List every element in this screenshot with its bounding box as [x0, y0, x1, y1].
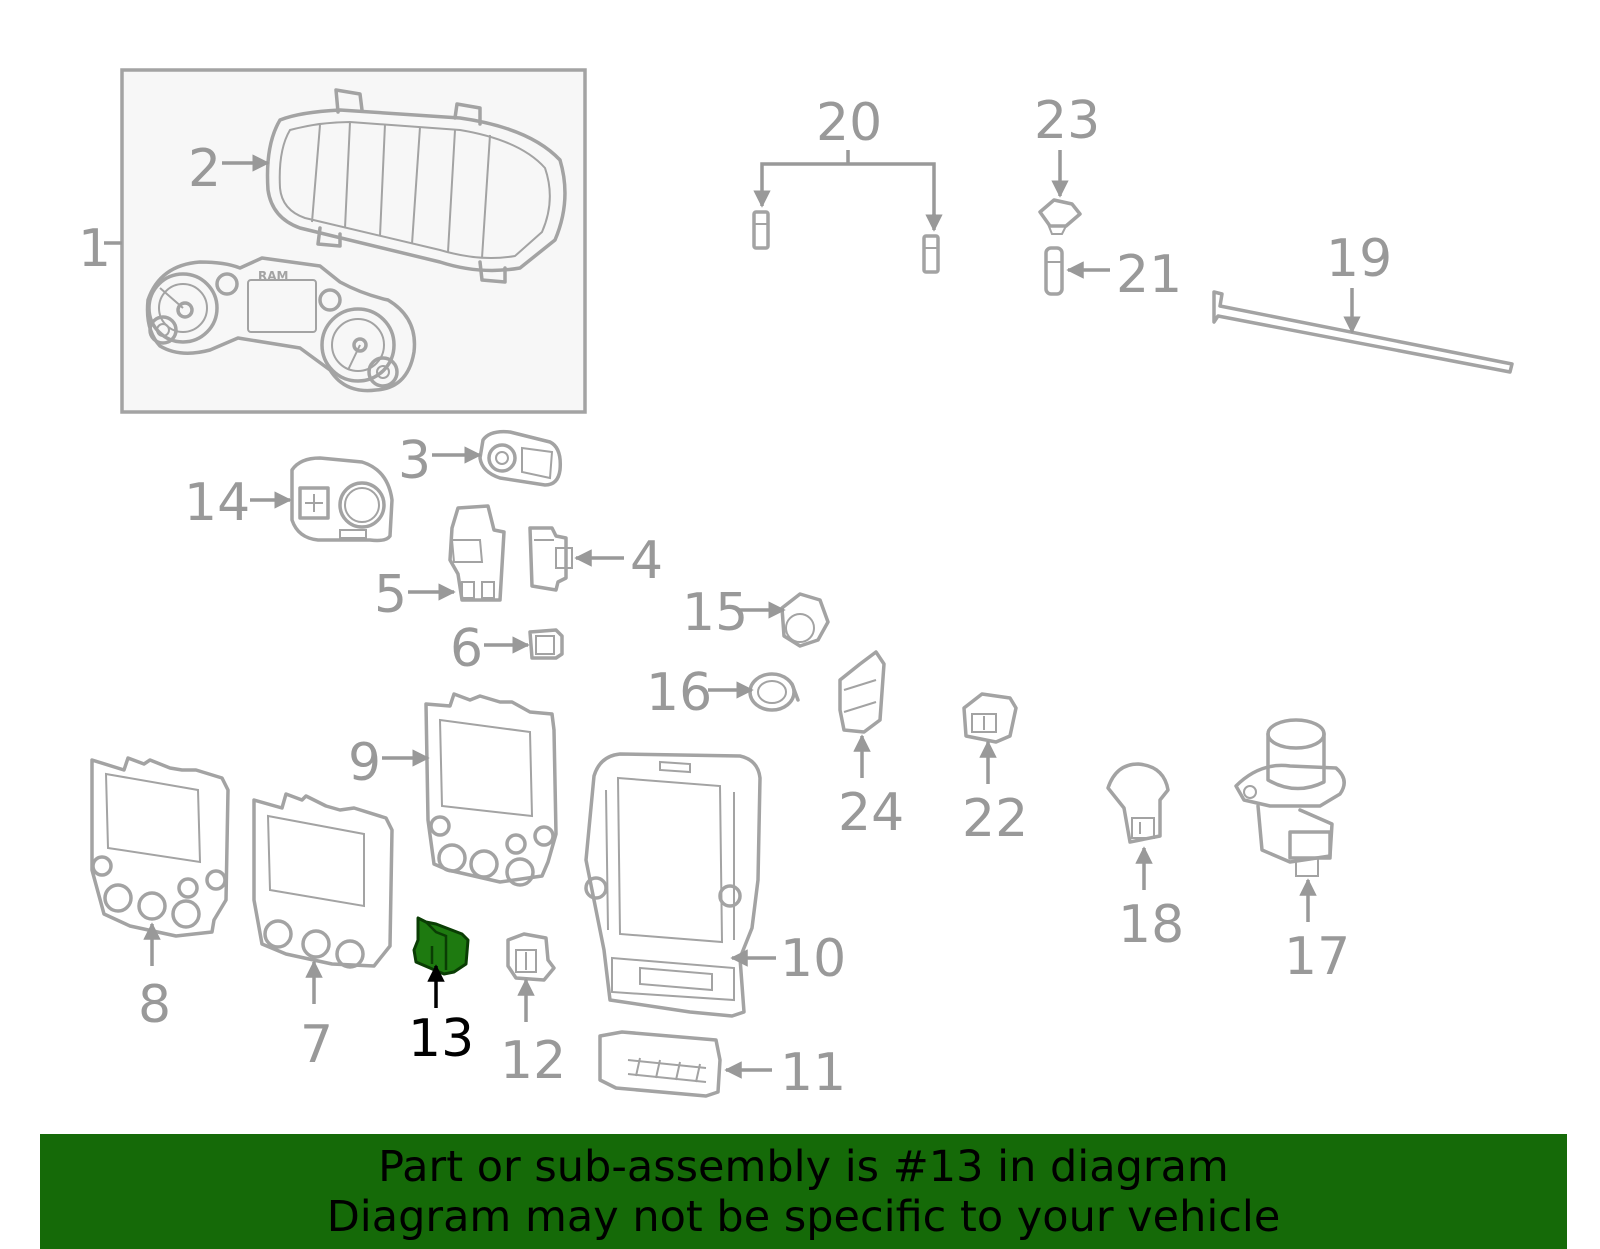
callout-4[interactable]: 4 — [630, 531, 663, 591]
part-10-radio-bezel[interactable] — [584, 752, 762, 1018]
part-9-control-panel[interactable] — [424, 692, 558, 887]
callout-14[interactable]: 14 — [184, 473, 250, 533]
callout-5[interactable]: 5 — [374, 565, 407, 625]
callout-1[interactable]: 1 — [78, 219, 111, 279]
part-1-instrument-cluster[interactable]: RAM — [120, 68, 587, 414]
part-3-switch[interactable] — [478, 429, 563, 487]
part-23-clip[interactable] — [1038, 198, 1082, 235]
part-17-ignition-switch[interactable] — [1234, 718, 1346, 877]
info-banner: Part or sub-assembly is #13 in diagram D… — [40, 1134, 1567, 1249]
callout-3[interactable]: 3 — [398, 431, 431, 491]
part-19-rod[interactable] — [1212, 290, 1514, 374]
part-7-control-panel[interactable] — [252, 792, 394, 969]
callout-11[interactable]: 11 — [780, 1043, 846, 1103]
callout-2[interactable]: 2 — [188, 139, 221, 199]
part-8-control-panel[interactable] — [90, 756, 230, 938]
part-20-bulbs[interactable] — [752, 210, 940, 274]
callout-9[interactable]: 9 — [348, 733, 381, 793]
banner-line-1: Part or sub-assembly is #13 in diagram — [378, 1142, 1229, 1192]
part-12-switch[interactable] — [506, 932, 556, 982]
callout-19[interactable]: 19 — [1326, 229, 1392, 289]
callout-12[interactable]: 12 — [500, 1031, 566, 1091]
callout-15[interactable]: 15 — [682, 583, 748, 643]
part-13-selected-switch[interactable] — [412, 916, 470, 976]
part-16-ring[interactable] — [748, 672, 800, 712]
part-15-knob[interactable] — [780, 592, 830, 648]
callout-24[interactable]: 24 — [838, 783, 904, 843]
callout-13[interactable]: 13 — [408, 1009, 474, 1069]
part-18-switch[interactable] — [1106, 762, 1170, 844]
callout-16[interactable]: 16 — [646, 663, 712, 723]
part-5-switch[interactable] — [448, 504, 506, 602]
part-6-switch[interactable] — [528, 628, 564, 660]
callout-23[interactable]: 23 — [1034, 91, 1100, 151]
leader-lines — [104, 150, 1361, 1079]
callout-18[interactable]: 18 — [1118, 895, 1184, 955]
banner-line-2: Diagram may not be specific to your vehi… — [326, 1192, 1281, 1242]
callout-22[interactable]: 22 — [962, 789, 1028, 849]
callout-17[interactable]: 17 — [1284, 927, 1350, 987]
callout-8[interactable]: 8 — [138, 975, 171, 1035]
part-11-bracket[interactable] — [598, 1030, 722, 1098]
part-24-switch[interactable] — [838, 650, 886, 734]
part-21-bulb[interactable] — [1044, 246, 1064, 296]
callout-6[interactable]: 6 — [450, 619, 483, 679]
part-2-cluster-lens[interactable] — [265, 88, 567, 284]
part-22-switch[interactable] — [962, 692, 1018, 744]
callout-7[interactable]: 7 — [300, 1015, 333, 1075]
part-14-headlamp-switch[interactable] — [290, 456, 394, 543]
callout-20[interactable]: 20 — [816, 93, 882, 153]
ram-logo: RAM — [258, 269, 288, 283]
callout-labels: 1 2 3 4 5 6 7 8 9 10 11 12 13 14 15 16 1… — [78, 91, 1392, 1103]
callout-21[interactable]: 21 — [1116, 245, 1182, 305]
part-4-switch[interactable] — [528, 526, 573, 592]
callout-10[interactable]: 10 — [780, 929, 846, 989]
